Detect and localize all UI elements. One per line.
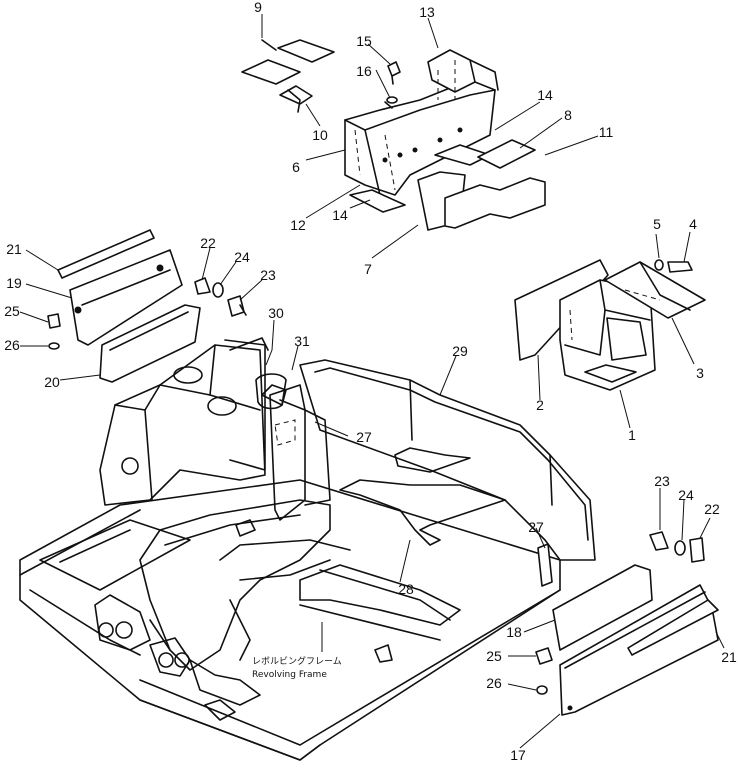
top-bracket-group [241, 39, 546, 231]
callout-14a: 14 [537, 87, 553, 103]
callout-17: 17 [510, 747, 526, 763]
callout-13: 13 [419, 4, 435, 20]
callout-23b: 23 [654, 473, 670, 489]
callout-19: 19 [6, 275, 22, 291]
callout-4: 4 [689, 216, 697, 232]
right-door-group [535, 531, 719, 716]
callout-26b: 26 [486, 675, 502, 691]
frame-label-english: Revolving Frame [252, 670, 327, 680]
callout-25b: 25 [486, 648, 502, 664]
callout-16: 16 [356, 63, 372, 79]
callout-22b: 22 [704, 501, 720, 517]
callout-24b: 24 [678, 487, 694, 503]
callout-12: 12 [290, 217, 306, 233]
callout-28: 28 [398, 581, 414, 597]
callout-21b: 21 [721, 649, 737, 665]
pad-9-lower [241, 59, 301, 85]
callout-15: 15 [356, 33, 372, 49]
callout-24a: 24 [234, 249, 250, 265]
callout-1: 1 [628, 427, 636, 443]
right-cover-group [514, 259, 706, 391]
callout-26a: 26 [4, 337, 20, 353]
callout-18: 18 [506, 624, 522, 640]
callout-23a: 23 [260, 267, 276, 283]
callout-9: 9 [254, 0, 262, 15]
callout-22a: 22 [200, 235, 216, 251]
callout-21a: 21 [6, 241, 22, 257]
callout-2: 2 [536, 397, 544, 413]
callout-8: 8 [564, 107, 572, 123]
boom-foot-lugs [94, 594, 191, 677]
callout-7: 7 [364, 261, 372, 277]
callout-6: 6 [292, 159, 300, 175]
callout-27b: 27 [528, 519, 544, 535]
leader-lines [19, 14, 725, 749]
pad-9-upper [277, 39, 335, 63]
revolving-frame [19, 337, 596, 761]
callout-14b: 14 [332, 207, 348, 223]
callout-29: 29 [452, 343, 468, 359]
callout-30: 30 [268, 305, 284, 321]
frame-label-japanese: レボルビングフレーム [252, 655, 342, 667]
callout-27a: 27 [356, 429, 372, 445]
left-door-group [47, 229, 247, 383]
callout-3: 3 [696, 365, 704, 381]
callout-20: 20 [44, 374, 60, 390]
callout-25a: 25 [4, 303, 20, 319]
callout-labels: 1 2 3 4 5 6 7 8 9 10 11 12 13 14 14 15 1… [4, 0, 737, 763]
callout-10: 10 [312, 127, 328, 143]
frame-caption: レボルビングフレーム Revolving Frame [252, 655, 342, 680]
callout-11: 11 [599, 124, 614, 140]
callout-31: 31 [294, 333, 310, 349]
callout-5: 5 [653, 216, 661, 232]
